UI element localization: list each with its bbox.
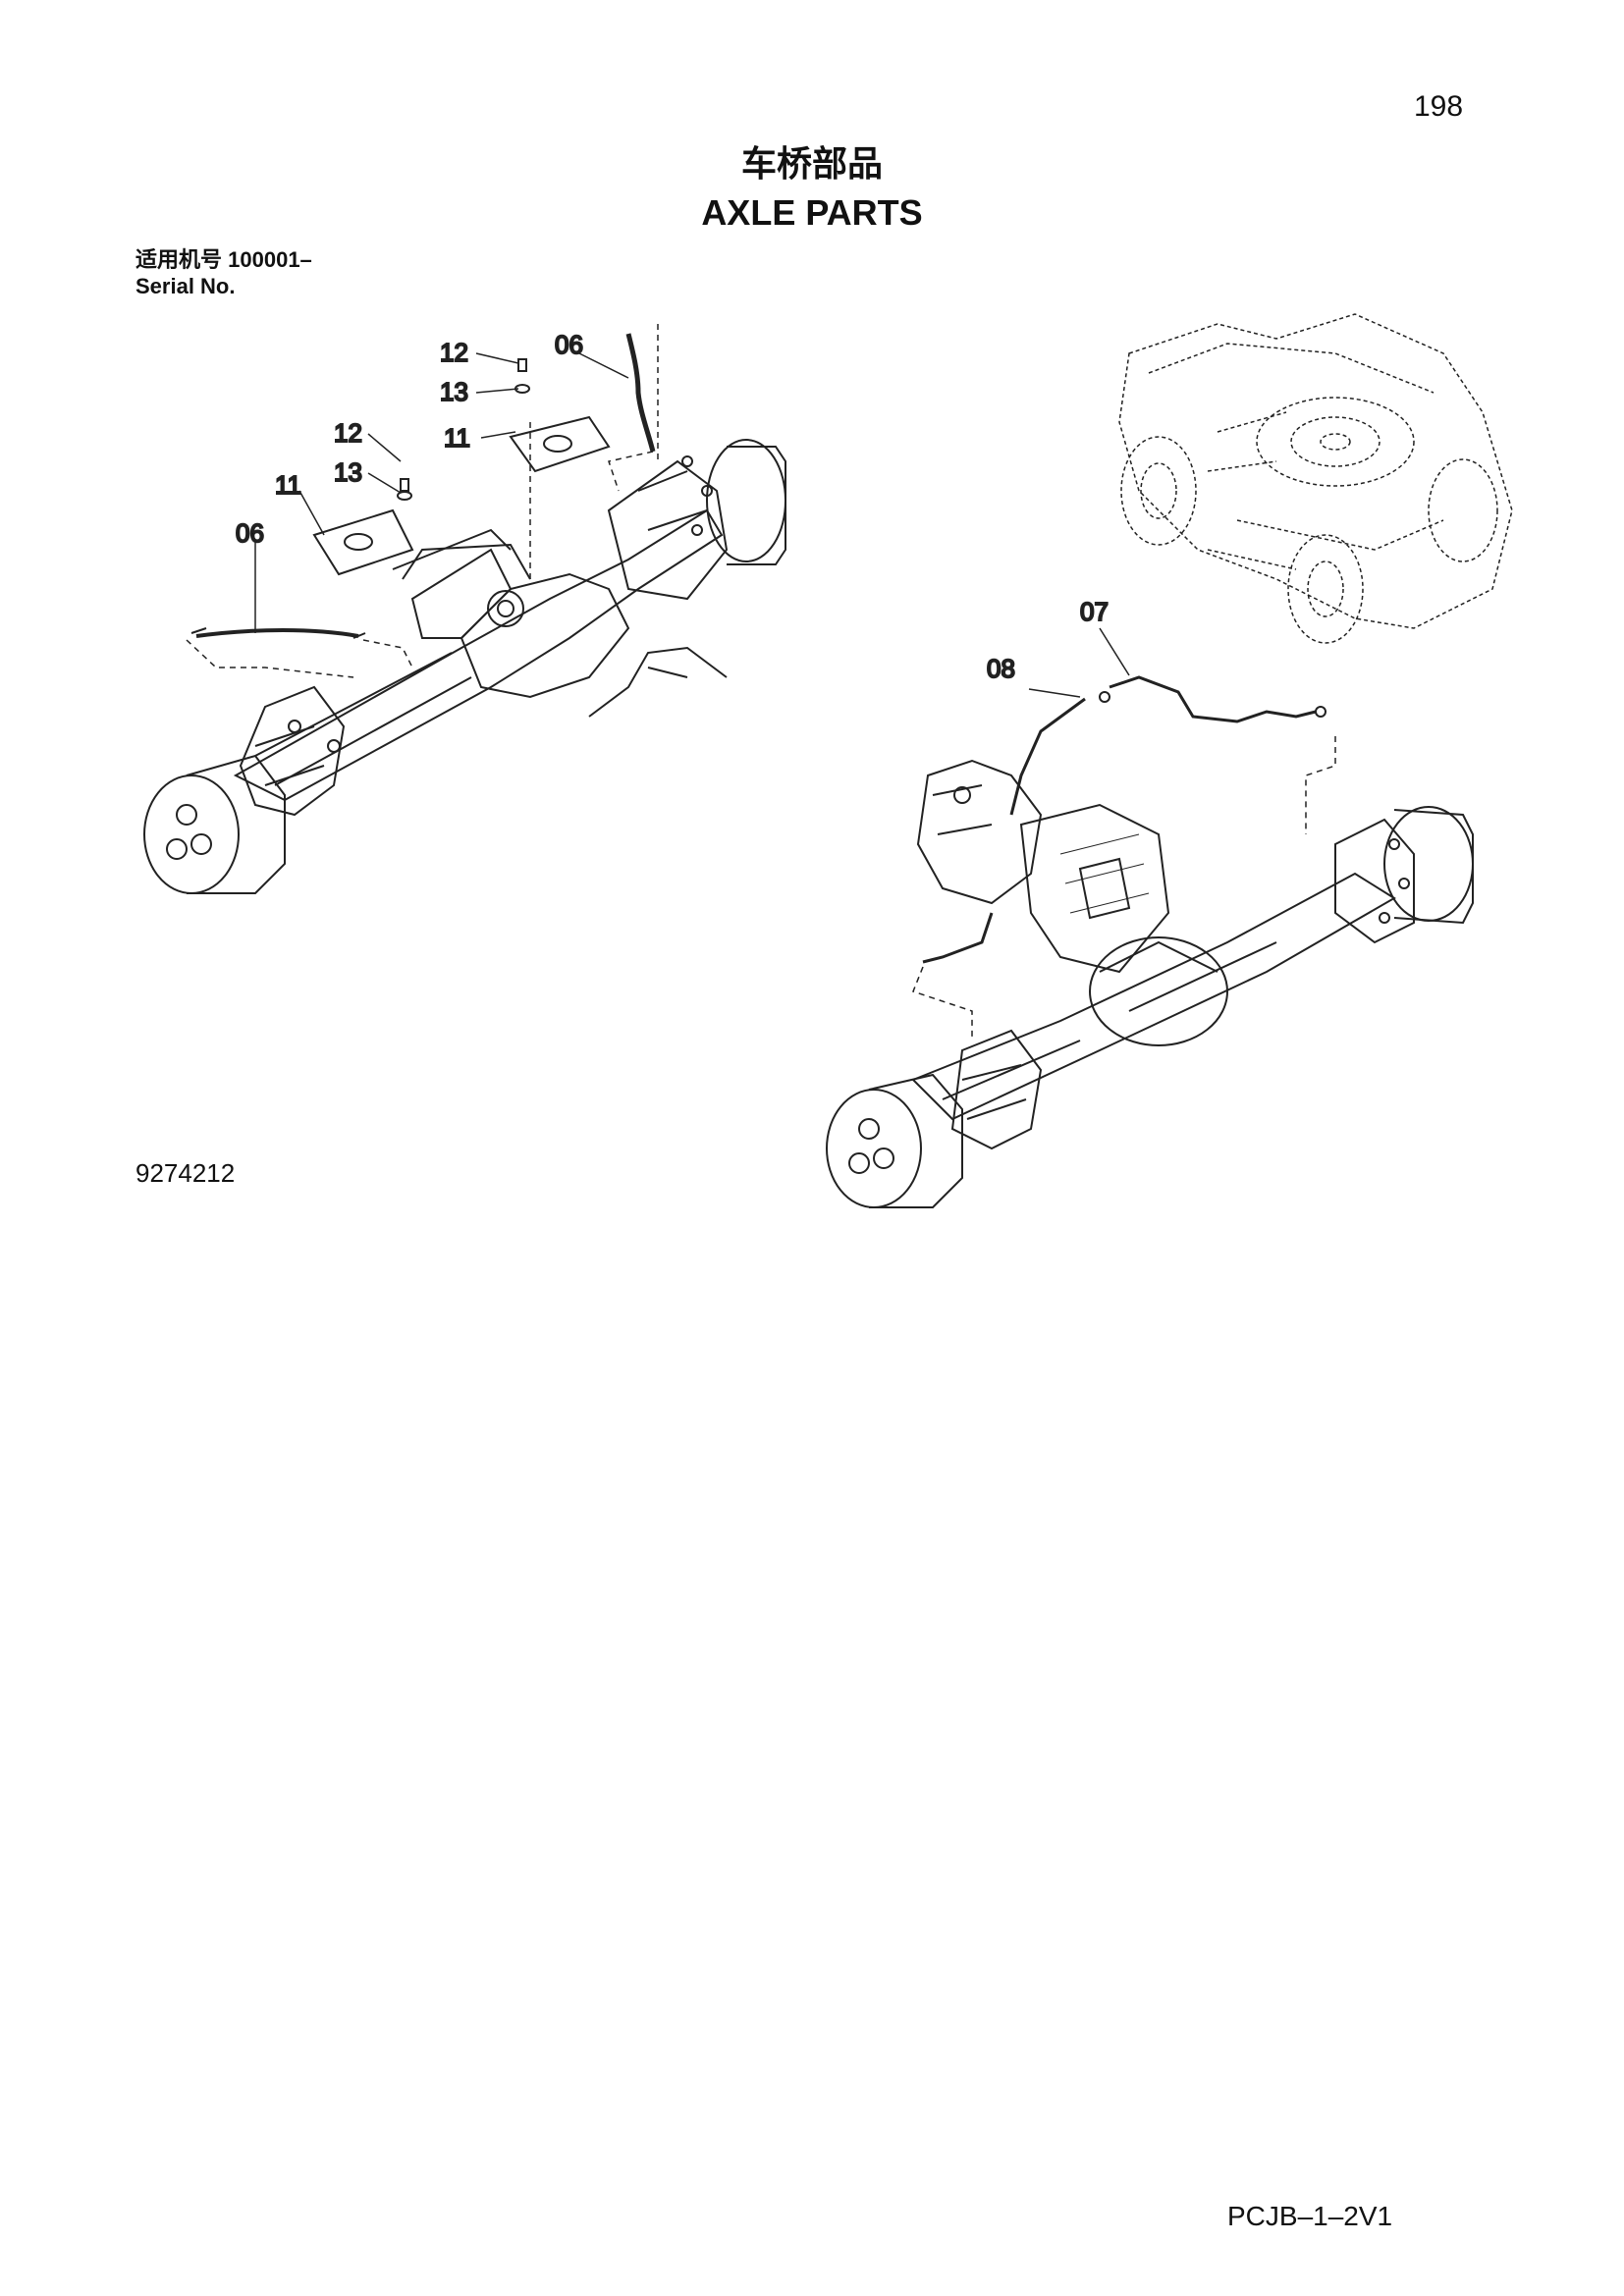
front-callout-leaders <box>254 352 629 633</box>
serial-label-cn: 适用机号 <box>135 248 223 273</box>
callout-06-left: 06 <box>236 518 264 548</box>
page-title-cn: 车桥部品 <box>740 144 883 185</box>
serial-block: 适用机号 100001– Serial No. <box>135 247 312 299</box>
rear-callout-leaders <box>1028 627 1130 698</box>
callout-11-left: 11 <box>275 470 301 500</box>
document-code: PCJB–1–2V1 <box>1227 2201 1393 2231</box>
callout-13-left: 13 <box>334 457 362 487</box>
page-title-en: AXLE PARTS <box>701 192 923 233</box>
drawing-number: 9274212 <box>135 1158 236 1188</box>
page-number: 198 <box>1414 90 1464 123</box>
machine-overview-inset <box>1118 313 1513 644</box>
callout-07: 07 <box>1080 597 1109 626</box>
front-axle-assembly <box>143 324 786 894</box>
callout-11-top: 11 <box>444 423 470 453</box>
callout-12-left: 12 <box>334 418 362 448</box>
callout-12-top: 12 <box>440 338 468 367</box>
serial-value: 100001– <box>228 247 312 272</box>
callout-06-top: 06 <box>555 330 583 359</box>
rear-axle-assembly <box>826 675 1474 1208</box>
callout-08: 08 <box>987 654 1015 683</box>
callout-13-top: 13 <box>440 377 468 406</box>
serial-label-en: Serial No. <box>135 274 236 298</box>
